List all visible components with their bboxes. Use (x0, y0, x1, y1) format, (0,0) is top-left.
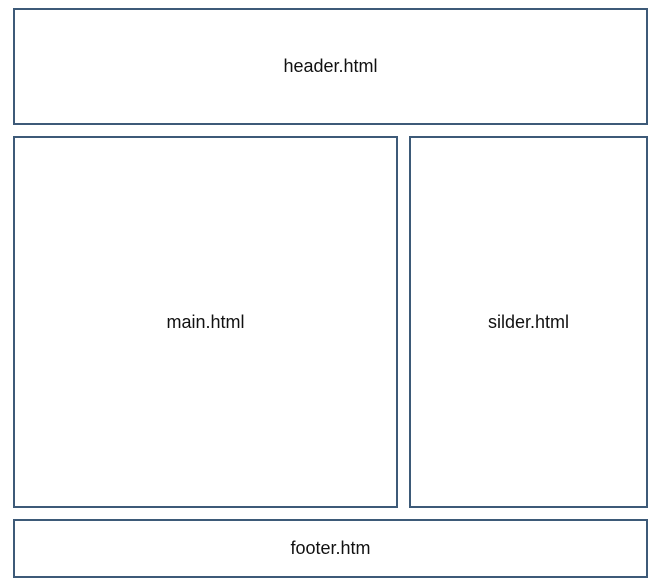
slider-label: silder.html (487, 311, 570, 332)
header-box: header.html (13, 8, 648, 125)
main-label: main.html (166, 311, 245, 332)
main-box: main.html (13, 136, 398, 508)
slider-box: silder.html (409, 136, 648, 508)
header-label: header.html (283, 56, 378, 76)
footer-label: footer.htm (290, 538, 371, 558)
footer-box: footer.htm (13, 519, 648, 578)
